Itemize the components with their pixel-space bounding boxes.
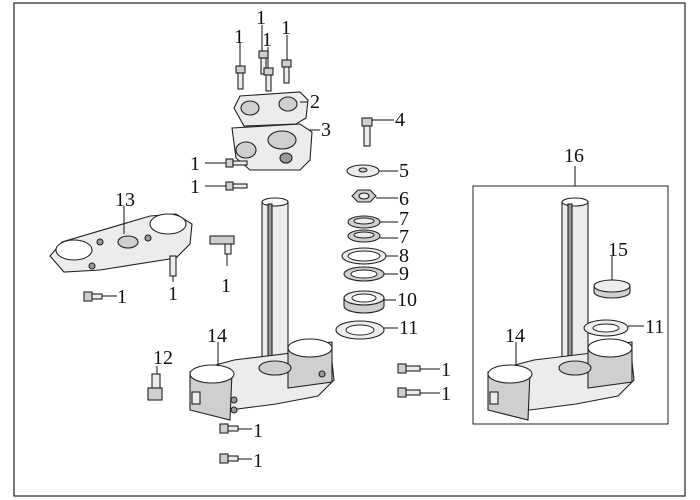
- callout-2: 2: [310, 91, 320, 113]
- callout-1: 1: [441, 383, 451, 405]
- bolt-middle: 1: [209, 235, 235, 297]
- callout-1: 1: [256, 7, 266, 29]
- callout-13: 13: [115, 189, 135, 211]
- bolt-group-triple-clamp: 1 1: [83, 255, 178, 308]
- callout-1: 1: [253, 420, 263, 442]
- callout-11: 11: [645, 316, 664, 338]
- callout-9: 9: [399, 263, 409, 285]
- callout-14: 14: [505, 325, 525, 347]
- steering-stem-bolt: 4: [361, 109, 405, 147]
- bolt-group-lower: 1 1: [219, 420, 263, 472]
- bolt-group-right: 1 1: [397, 359, 451, 405]
- callout-1: 1: [190, 153, 200, 175]
- callout-12: 12: [153, 347, 173, 369]
- callout-7: 7: [399, 226, 409, 248]
- inset-assembly-box: 16 14 15 11: [472, 145, 669, 425]
- bearing-race-upper: 9: [343, 263, 409, 285]
- callout-7: 7: [399, 208, 409, 230]
- dust-seal: 8: [341, 245, 409, 267]
- callout-5: 5: [399, 160, 409, 182]
- callout-1: 1: [168, 283, 178, 305]
- callout-3: 3: [321, 119, 331, 141]
- callout-1: 1: [190, 176, 200, 198]
- bolt-group-clamp: 1 1: [190, 153, 248, 198]
- callout-1: 1: [117, 286, 127, 308]
- castle-nut: 6: [351, 188, 409, 210]
- callout-1: 1: [262, 29, 272, 51]
- handlebar-clamp-lower: 3: [231, 119, 331, 171]
- callout-10: 10: [397, 289, 417, 311]
- callout-15: 15: [608, 239, 628, 261]
- callout-8: 8: [399, 245, 409, 267]
- bolt-group-top: 1 1 1 1: [234, 7, 292, 92]
- diagram-border: [13, 2, 686, 497]
- callout-4: 4: [395, 109, 405, 131]
- bearing-race-lower: 11: [335, 317, 418, 340]
- upper-triple-clamp: 13: [49, 189, 193, 273]
- steering-damper-pin: 12: [147, 347, 173, 401]
- washer: 5: [346, 160, 409, 182]
- steering-bearing: 10: [343, 289, 417, 314]
- callout-1: 1: [221, 275, 231, 297]
- handlebar-clamp-upper: 2: [233, 91, 320, 127]
- ring-nuts: 7 7: [347, 208, 409, 248]
- callout-1: 1: [441, 359, 451, 381]
- callout-16: 16: [564, 145, 584, 167]
- callout-11: 11: [399, 317, 418, 339]
- callout-1: 1: [253, 450, 263, 472]
- steering-stem-assembly: 14: [189, 197, 335, 421]
- callout-1: 1: [234, 26, 244, 48]
- callout-1: 1: [281, 17, 291, 39]
- callout-6: 6: [399, 188, 409, 210]
- callout-14: 14: [207, 325, 227, 347]
